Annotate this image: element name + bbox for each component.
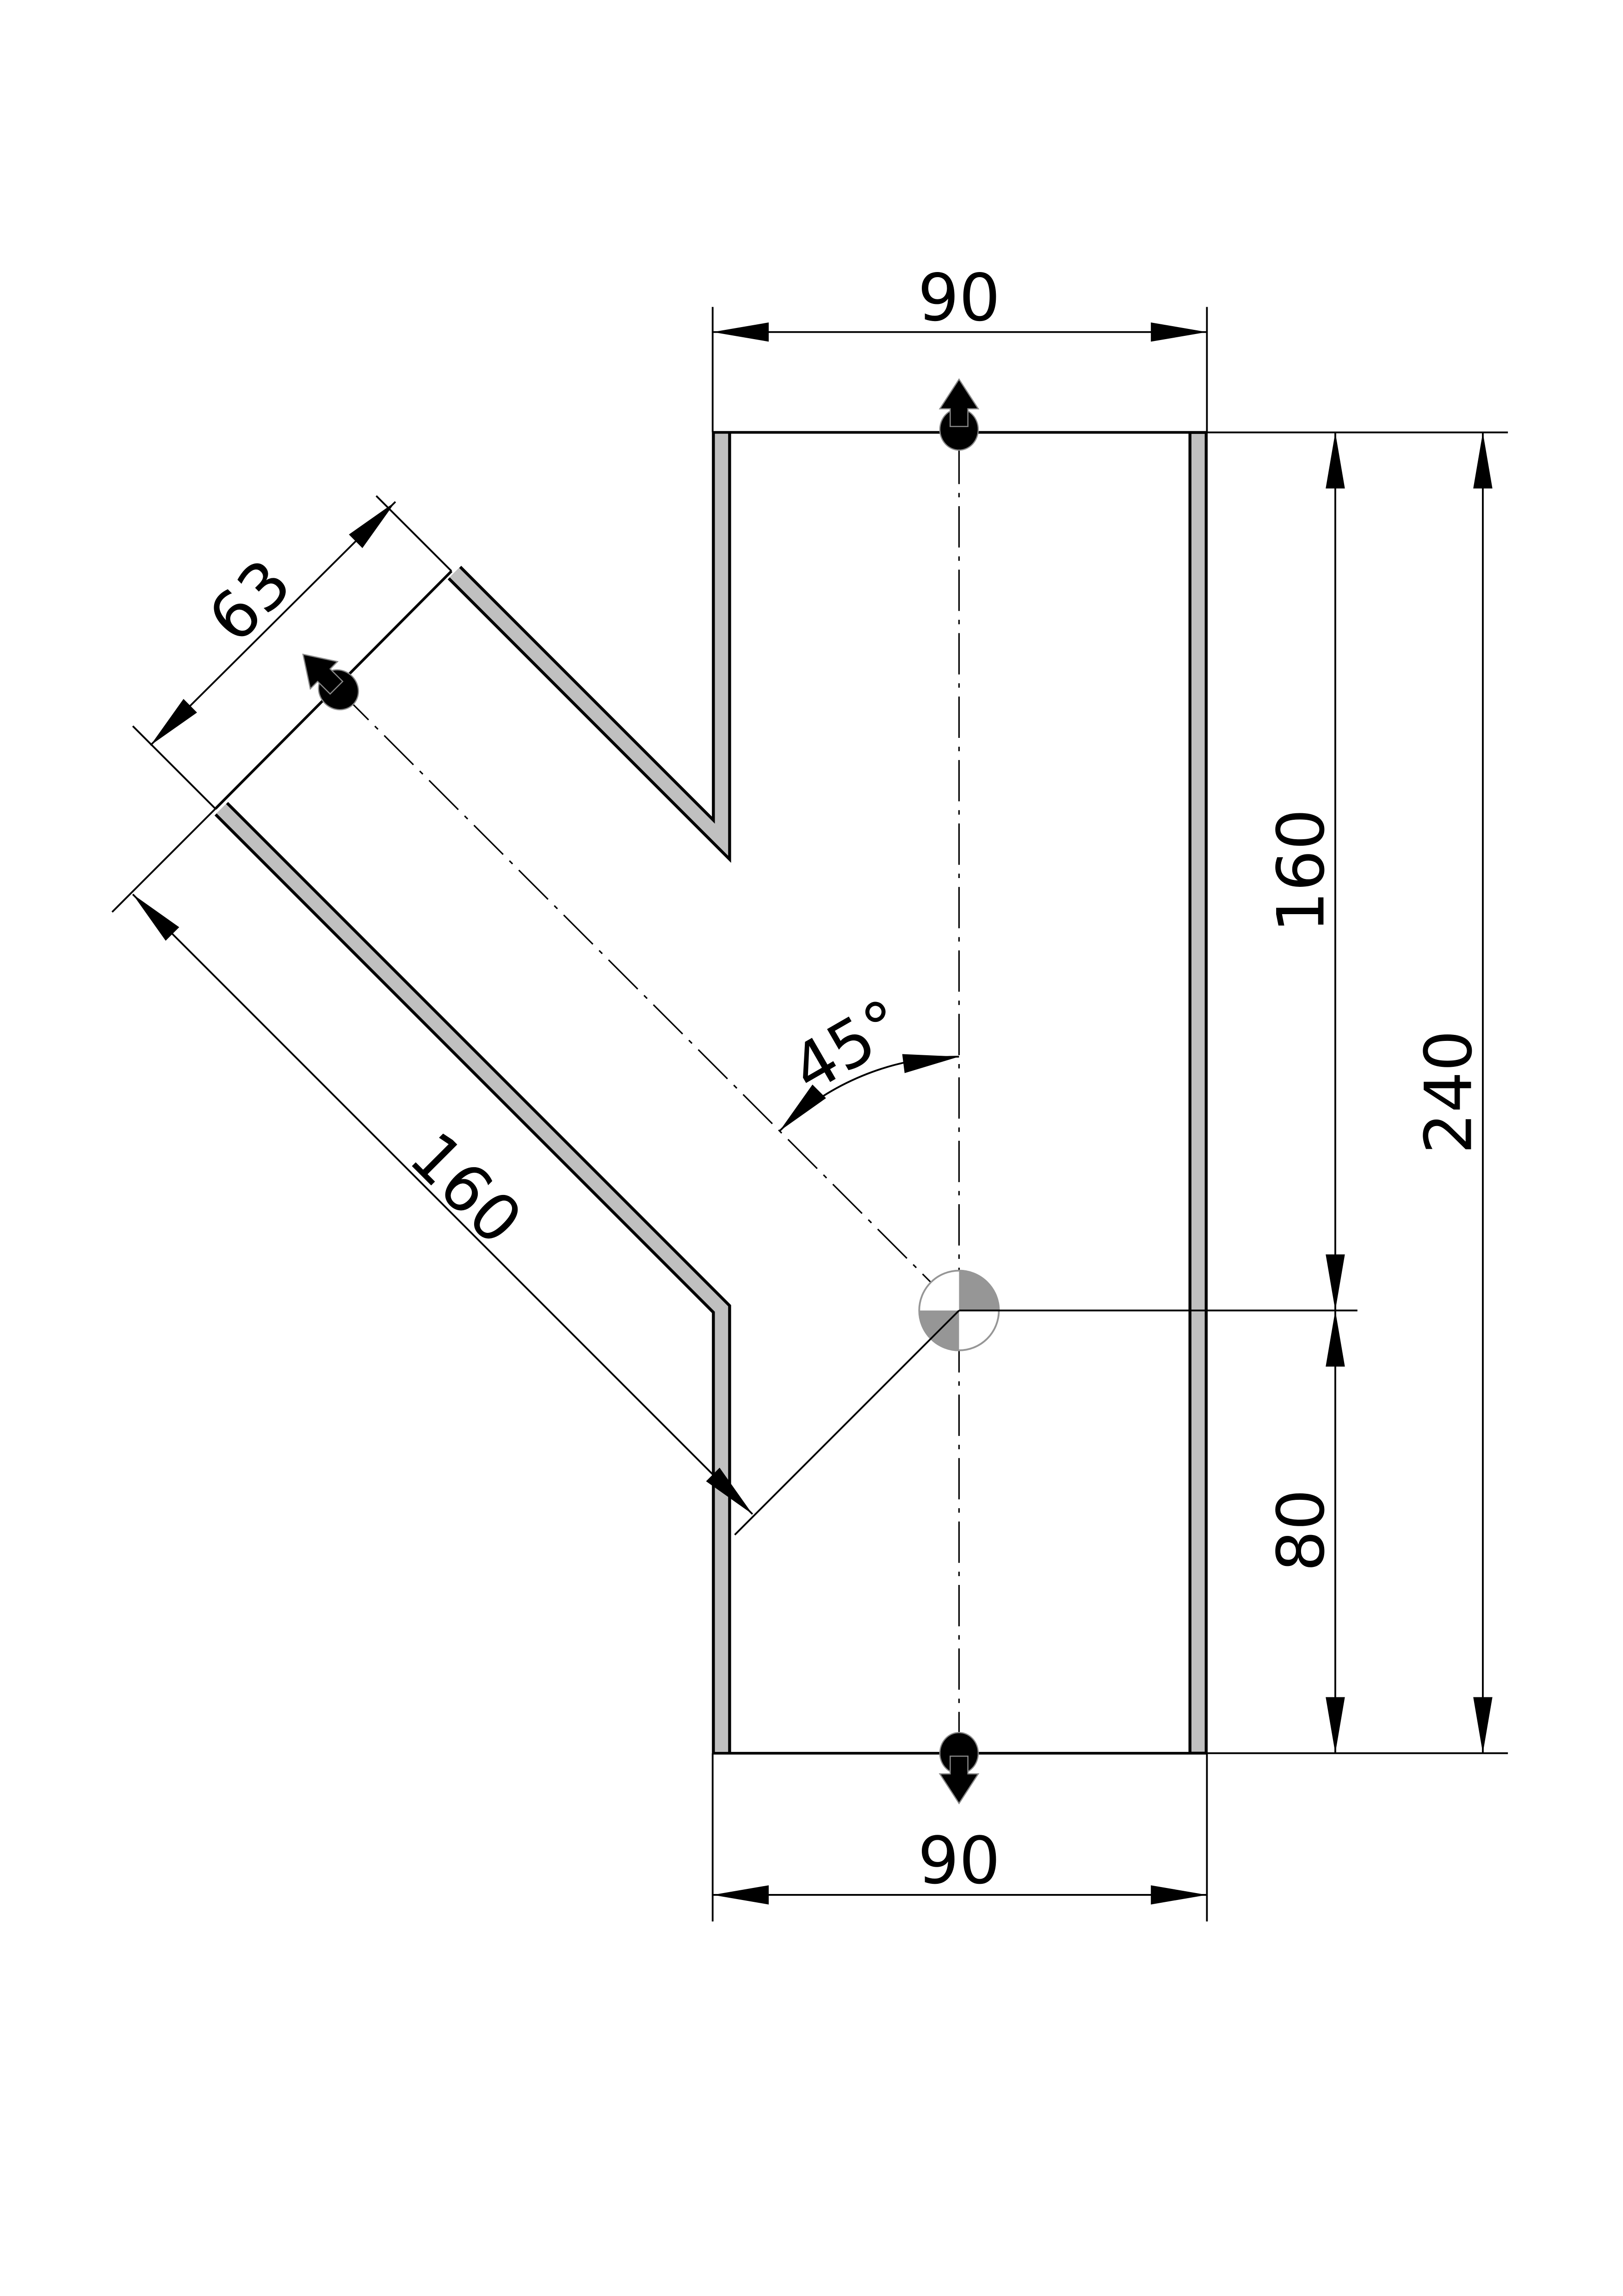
dim-total-arrow [1473, 1697, 1493, 1753]
extension-line [376, 495, 452, 572]
dim-angle-arrow [779, 1084, 826, 1131]
dim-branch-width-arrow [150, 699, 197, 745]
dim-main-total-length: 240 [1411, 1030, 1487, 1154]
branch-lower-wall [214, 802, 731, 1753]
dim-top-arrow [712, 322, 769, 342]
dim-branch-width-line [150, 501, 396, 746]
dim-branch-width-arrow [349, 501, 395, 548]
dim-lower-arrow [1326, 1310, 1345, 1367]
dim-upper-arrow [1326, 432, 1345, 489]
dim-branch-length-line [132, 893, 753, 1515]
dim-bottom-arrow [712, 1885, 769, 1905]
dim-angle-arrow [902, 1054, 959, 1073]
pipe-geometry [214, 431, 1208, 1755]
main-left-upper-wall [447, 432, 731, 863]
dim-bottom-width: 90 [918, 1823, 1000, 1899]
dim-branch-width: 63 [194, 545, 306, 657]
branch-centerline [339, 690, 960, 1311]
dim-top-width: 90 [918, 260, 1000, 336]
flow-in-branch-icon [302, 653, 359, 711]
dim-main-upper-length: 160 [1264, 809, 1339, 933]
dim-branch-angle: 45° [779, 985, 916, 1108]
dim-branch-length-arrow [706, 1467, 753, 1514]
extension-line [734, 1310, 960, 1535]
dim-main-lower-length: 80 [1264, 1489, 1339, 1572]
dim-total-arrow [1473, 432, 1493, 489]
dim-branch-length-arrow [133, 894, 179, 941]
dimensions [111, 307, 1508, 1922]
dim-bottom-arrow [1151, 1885, 1207, 1905]
extension-line [111, 808, 216, 913]
dim-upper-arrow [1326, 1254, 1345, 1311]
extension-line [132, 725, 216, 810]
dim-top-arrow [1151, 322, 1207, 342]
dim-branch-length: 160 [395, 1118, 536, 1259]
flow-out-bottom-icon [938, 1732, 980, 1805]
flow-out-top-icon [938, 378, 980, 451]
dim-lower-arrow [1326, 1697, 1345, 1753]
